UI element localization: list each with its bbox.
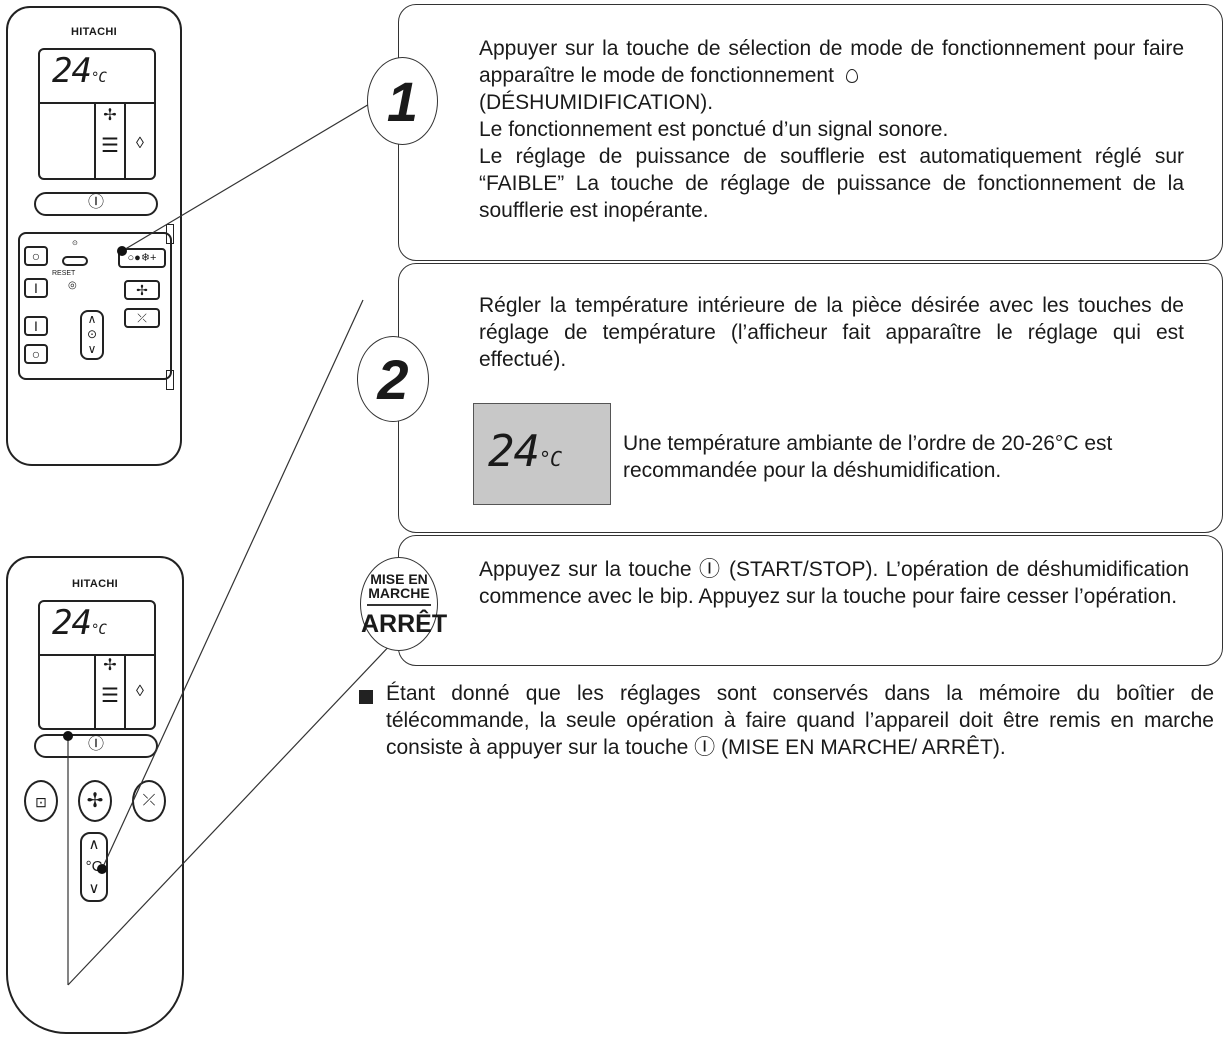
temp-button-indicator-dot bbox=[97, 864, 107, 874]
badge-stop-label: ARRÊT bbox=[361, 610, 448, 638]
brand-logo: HITACHI bbox=[72, 578, 118, 590]
step1-number: 1 bbox=[367, 57, 438, 145]
timer-on-button[interactable]: I bbox=[24, 278, 48, 298]
dehumidify-mode-icon bbox=[845, 69, 858, 83]
fan-speed-button[interactable]: ✢ bbox=[124, 280, 160, 300]
display-divider bbox=[40, 654, 154, 656]
timer-select-button[interactable] bbox=[62, 256, 88, 266]
time-adjust-button[interactable]: ∧⊙∨ bbox=[80, 310, 104, 360]
reset-button[interactable]: ◎ bbox=[68, 280, 77, 291]
step2-number: 2 bbox=[357, 336, 429, 422]
step1-instructions: Appuyer sur la touche de sélection de mo… bbox=[479, 37, 1184, 222]
display-temperature: 24°C bbox=[52, 51, 107, 91]
power-button[interactable]: Ⓘ bbox=[34, 734, 158, 758]
louver-button[interactable]: ⤫ bbox=[124, 308, 160, 328]
timer-off-button[interactable]: ○ bbox=[24, 246, 48, 266]
fan-icon: ✢ bbox=[103, 107, 117, 124]
display-line-right bbox=[124, 102, 126, 180]
temperature-display-example: 24°C bbox=[473, 403, 611, 505]
remote-display: 24°C ✢ ☰ ◊ bbox=[38, 600, 156, 730]
power-button[interactable]: Ⓘ bbox=[34, 192, 158, 216]
memory-note: Étant donné que les réglages sont conser… bbox=[386, 682, 1214, 759]
step1-box: Appuyer sur la touche de sélection de mo… bbox=[398, 4, 1223, 261]
step3-box: Appuyez sur la touche Ⓘ (START/STOP). L’… bbox=[398, 535, 1223, 666]
power-button-indicator-dot bbox=[63, 731, 73, 741]
sleep-off-button[interactable]: ○ bbox=[24, 344, 48, 364]
display-line-left bbox=[94, 654, 96, 730]
special-mode-button[interactable]: ⊡ bbox=[24, 780, 58, 822]
example-temperature: 24°C bbox=[488, 426, 562, 477]
drop-icon: ◊ bbox=[136, 135, 144, 152]
remote-control-top: HITACHI 24°C ✢ ☰ ◊ Ⓘ ○ ⊙ RESET ◎ I I ○ ∧… bbox=[6, 6, 182, 466]
brand-logo: HITACHI bbox=[71, 26, 117, 38]
clock-icon: ⊙ bbox=[72, 240, 78, 247]
side-tab-bottom bbox=[166, 370, 174, 390]
badge-start-label: MISE EN MARCHE bbox=[368, 571, 430, 601]
reset-label: RESET bbox=[52, 270, 76, 277]
note-bullet bbox=[359, 690, 373, 704]
badge-separator bbox=[367, 604, 431, 606]
step2-recommendation: Une température ambiante de l’ordre de 2… bbox=[623, 432, 1113, 482]
remote-display: 24°C ✢ ☰ ◊ bbox=[38, 48, 156, 180]
sleep-on-button[interactable]: I bbox=[24, 316, 48, 336]
display-line-left bbox=[94, 102, 96, 180]
louver-icon: ☰ bbox=[101, 685, 119, 707]
step2-instructions: Régler la température intérieure de la p… bbox=[479, 294, 1184, 371]
fan-speed-button[interactable]: ✢ bbox=[78, 780, 112, 822]
display-divider bbox=[40, 102, 154, 104]
display-temperature: 24°C bbox=[52, 603, 107, 643]
step2-box: Régler la température intérieure de la p… bbox=[398, 263, 1223, 533]
mode-button-indicator-dot bbox=[117, 246, 127, 256]
step3-instructions: Appuyez sur la touche Ⓘ (START/STOP). L’… bbox=[479, 558, 1189, 608]
remote-control-bottom: HITACHI 24°C ✢ ☰ ◊ Ⓘ ⊡ ✢ ⤫ ∧°C∨ bbox=[6, 556, 184, 1034]
louver-button[interactable]: ⤫ bbox=[132, 780, 166, 822]
display-line-right bbox=[124, 654, 126, 730]
fan-icon: ✢ bbox=[103, 657, 117, 674]
louver-icon: ☰ bbox=[101, 135, 119, 157]
button-panel: ○ ⊙ RESET ◎ I I ○ ∧⊙∨ ○●❄+ ✢ ⤫ bbox=[18, 232, 172, 380]
drop-icon: ◊ bbox=[136, 683, 144, 700]
side-tab-top bbox=[166, 224, 174, 244]
start-stop-badge: MISE EN MARCHE ARRÊT bbox=[360, 557, 448, 651]
